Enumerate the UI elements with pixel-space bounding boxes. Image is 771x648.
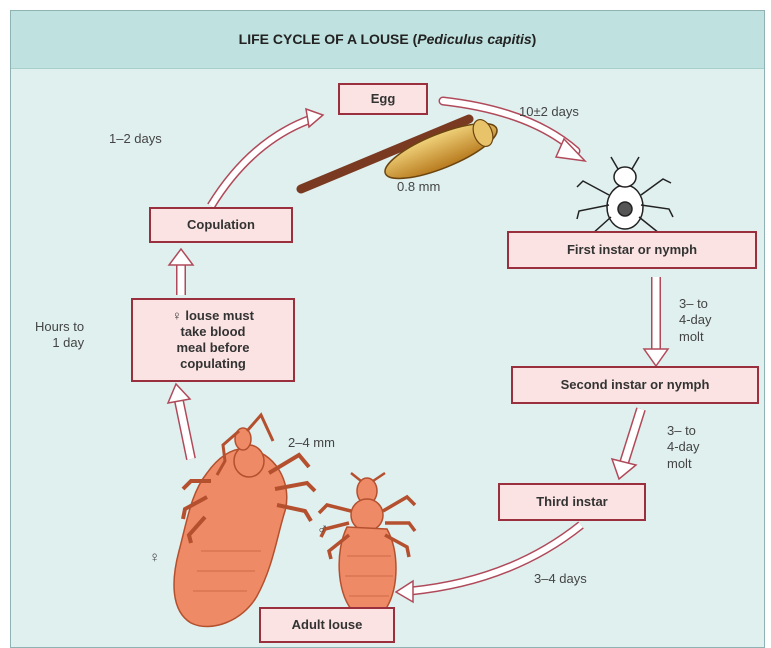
duration-copulation-to-egg: 1–2 days — [109, 131, 162, 147]
stage-blood-meal: ♀ louse must take blood meal before copu… — [131, 298, 295, 382]
stage-egg: Egg — [338, 83, 428, 115]
arrowhead-copulation-to-egg — [306, 109, 323, 127]
duration-third-to-adult: 3–4 days — [534, 571, 587, 587]
arrowhead-second-to-third — [612, 459, 636, 479]
egg-size-label: 0.8 mm — [397, 179, 440, 195]
arrowhead-adult-to-blood — [168, 384, 190, 403]
stage-adult-louse: Adult louse — [259, 607, 395, 643]
arrowhead-blood-to-copulation — [169, 249, 193, 265]
arrowhead-first-to-second — [644, 349, 668, 366]
arrowhead-third-to-adult — [396, 581, 413, 602]
stage-third-instar: Third instar — [498, 483, 646, 521]
adult-size-label: 2–4 mm — [288, 435, 335, 451]
stage-copulation: Copulation — [149, 207, 293, 243]
female-symbol: ♀ — [149, 549, 160, 568]
stage-first-instar: First instar or nymph — [507, 231, 757, 269]
stage-second-instar: Second instar or nymph — [511, 366, 759, 404]
adult-male-louse-illustration — [319, 473, 415, 619]
arrow-copulation-to-egg — [211, 119, 311, 206]
diagram-frame: LIFE CYCLE OF A LOUSE (Pediculus capitis… — [10, 10, 765, 648]
male-symbol: ♂ — [317, 521, 328, 540]
egg-on-hair-illustration — [301, 113, 503, 189]
duration-egg-to-first: 10±2 days — [519, 104, 579, 120]
